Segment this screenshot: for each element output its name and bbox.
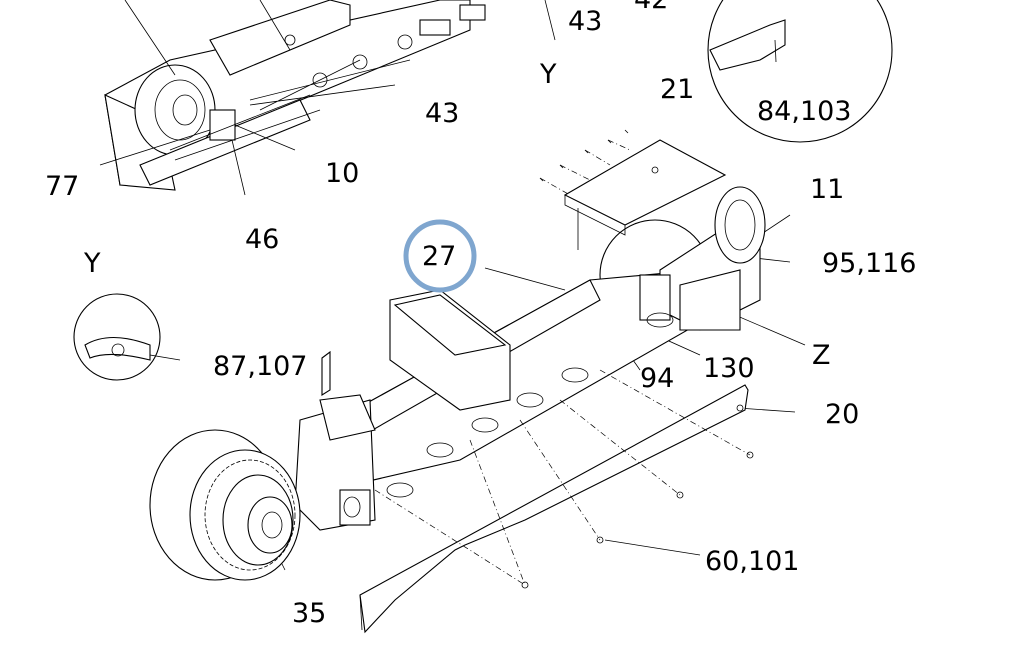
main-track-frame — [294, 186, 766, 531]
label-y-left[interactable]: Y — [83, 248, 101, 279]
detail-circle-y — [73, 293, 161, 381]
label-11[interactable]: 11 — [810, 174, 844, 205]
label-10[interactable]: 10 — [325, 158, 359, 189]
label-95-116[interactable]: 95,116 — [822, 248, 916, 279]
label-27[interactable]: 27 — [422, 241, 456, 272]
bolt-lines — [374, 369, 754, 589]
drive-sprocket — [149, 429, 301, 581]
label-130[interactable]: 130 — [703, 353, 755, 384]
label-60-101[interactable]: 60,101 — [705, 546, 799, 577]
detail-circle-84-103 — [707, 0, 893, 143]
label-43-top[interactable]: 43 — [568, 6, 602, 37]
side-plate — [359, 384, 749, 634]
label-42[interactable]: 42 — [634, 0, 668, 15]
label-z[interactable]: Z — [812, 340, 831, 371]
callout-labels: 43 42 Y 21 84,103 43 77 10 11 46 Y 27 95… — [45, 0, 916, 629]
label-21[interactable]: 21 — [660, 74, 694, 105]
label-94[interactable]: 94 — [640, 363, 674, 394]
label-20[interactable]: 20 — [825, 399, 859, 430]
label-84-103[interactable]: 84,103 — [757, 96, 851, 127]
label-87-107[interactable]: 87,107 — [213, 351, 307, 382]
label-46[interactable]: 46 — [245, 224, 279, 255]
label-43[interactable]: 43 — [425, 98, 459, 129]
label-35[interactable]: 35 — [292, 598, 326, 629]
cover-plate — [539, 129, 727, 250]
label-y-top[interactable]: Y — [539, 59, 557, 90]
label-77[interactable]: 77 — [45, 171, 79, 202]
highlight-ring — [403, 219, 477, 293]
upper-track-frame — [104, 0, 486, 191]
